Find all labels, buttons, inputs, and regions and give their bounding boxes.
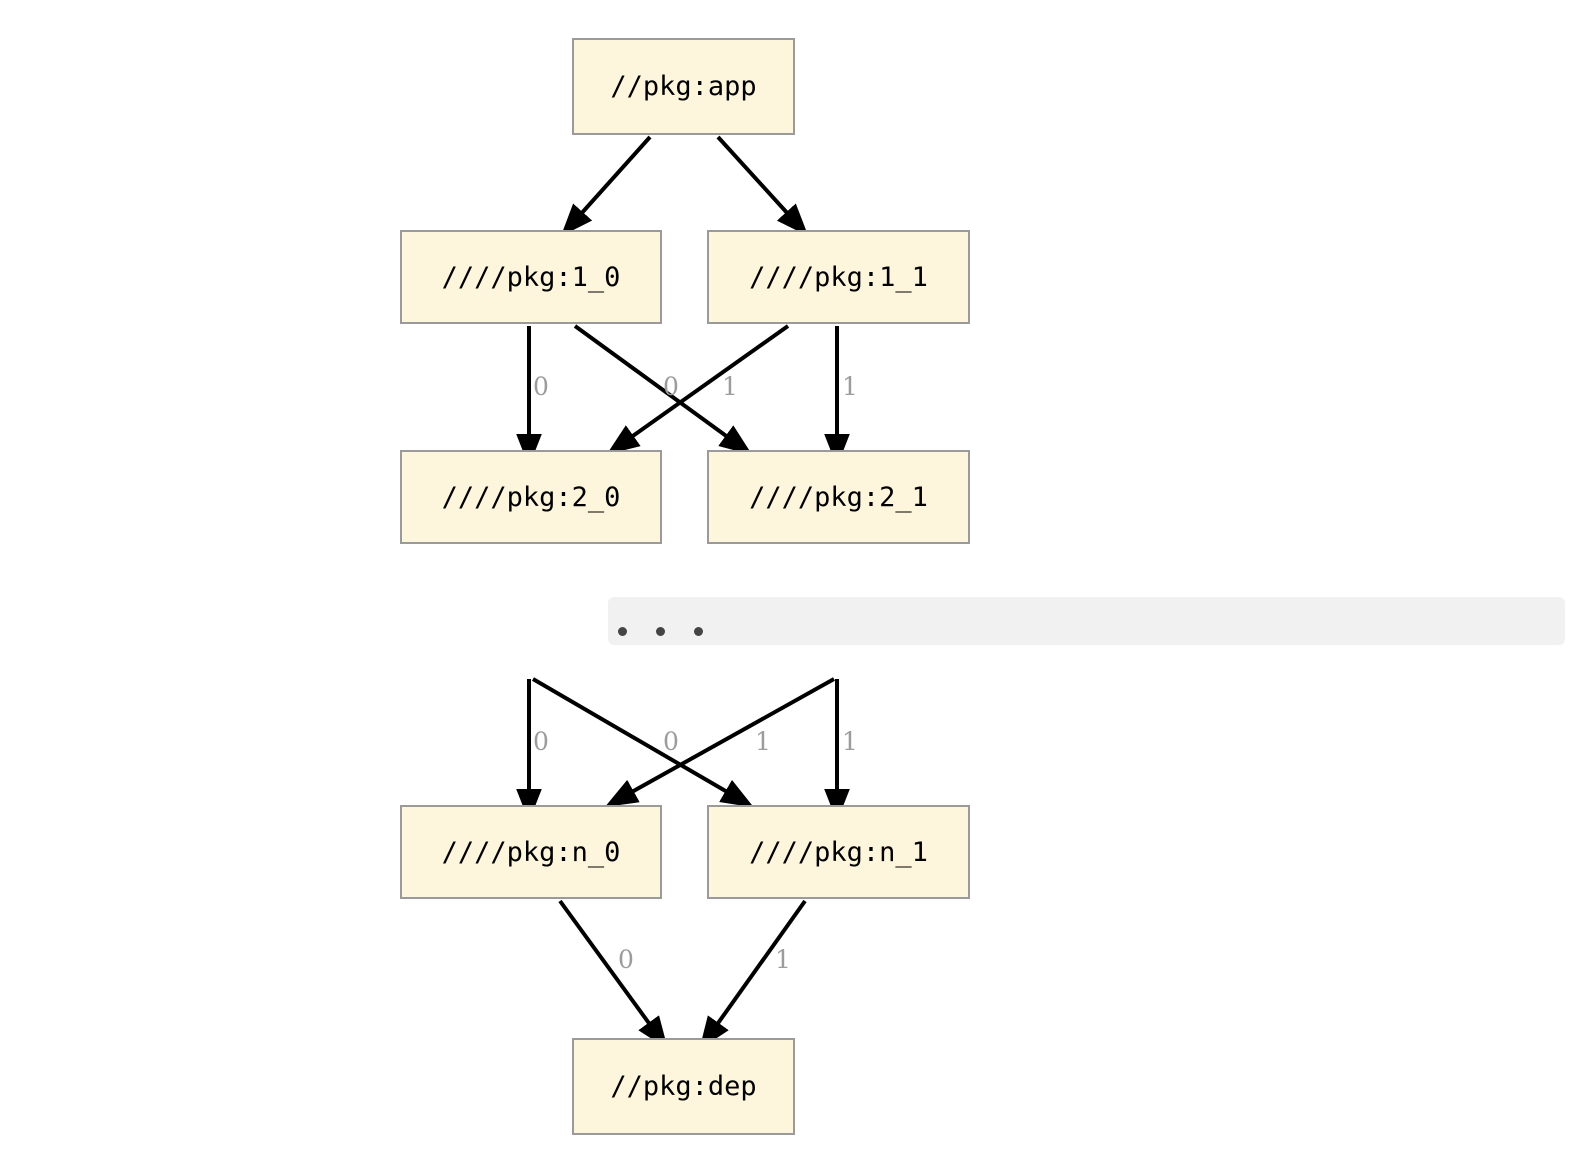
- node-pkg-1_0-label: ////pkg:1_0: [441, 261, 621, 293]
- edge-label: 1: [722, 372, 738, 401]
- node-pkg-2_1[interactable]: ////pkg:2_1: [707, 450, 970, 544]
- node-dep[interactable]: //pkg:dep: [572, 1038, 795, 1135]
- node-pkg-2_0-label: ////pkg:2_0: [441, 481, 621, 513]
- node-pkg-n_0-label: ////pkg:n_0: [441, 836, 621, 868]
- edge-above-to-n_0-cross: [604, 677, 835, 808]
- node-pkg-2_0[interactable]: ////pkg:2_0: [400, 450, 662, 544]
- node-pkg-1_1[interactable]: ////pkg:1_1: [707, 230, 970, 324]
- node-pkg-n_1[interactable]: ////pkg:n_1: [707, 805, 970, 899]
- edge-label: 1: [755, 727, 771, 756]
- node-app[interactable]: //pkg:app: [572, 38, 795, 135]
- ellipsis-dot-icon: [656, 627, 665, 636]
- node-dep-label: //pkg:dep: [610, 1071, 757, 1102]
- edge-label: 0: [663, 372, 679, 401]
- edge-1_1-to-2_0: [606, 324, 790, 455]
- edge-n_1-to-dep: [699, 899, 807, 1050]
- ellipsis-dot-icon: [618, 627, 627, 636]
- node-app-label: //pkg:app: [610, 71, 757, 102]
- edge-label: 0: [533, 727, 549, 756]
- ellipsis-dot-icon: [694, 627, 703, 636]
- edge-n_0-to-dep: [558, 899, 668, 1050]
- edge-above-to-n_1-cross: [531, 677, 754, 808]
- node-pkg-n_0[interactable]: ////pkg:n_0: [400, 805, 662, 899]
- edge-label: 0: [533, 372, 549, 401]
- node-pkg-n_1-label: ////pkg:n_1: [749, 836, 928, 868]
- node-pkg-1_0[interactable]: ////pkg:1_0: [400, 230, 662, 324]
- edge-label: 1: [842, 727, 858, 756]
- ellipsis-band[interactable]: [608, 597, 1565, 645]
- edge-label: 0: [618, 945, 634, 974]
- ellipsis-icon: [618, 627, 703, 636]
- node-pkg-2_1-label: ////pkg:2_1: [749, 481, 928, 513]
- edge-label: 1: [842, 372, 858, 401]
- edge-1_0-to-2_1: [573, 324, 753, 455]
- edge-label: 1: [775, 945, 791, 974]
- edge-app-to-1_0: [560, 135, 652, 237]
- edge-app-to-1_1: [716, 135, 809, 237]
- edge-label: 0: [663, 727, 679, 756]
- node-pkg-1_1-label: ////pkg:1_1: [749, 261, 928, 293]
